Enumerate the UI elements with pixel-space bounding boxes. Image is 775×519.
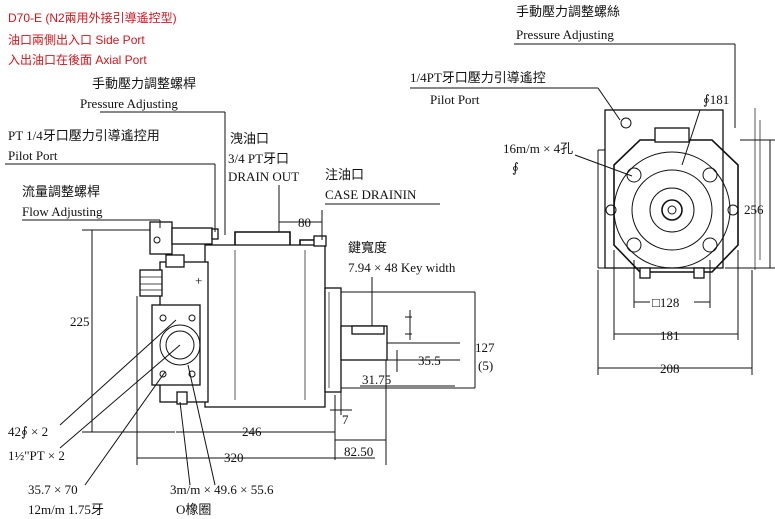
port-thread: 1½"PT × 2 [8,448,65,463]
front-dim-208: 208 [660,361,680,376]
svg-text:+: + [195,273,202,288]
drain-pt: 3/4 PT牙口 [228,151,289,166]
side-dimension-lines [5,111,476,486]
front-bolt-symbol: ∮ [512,160,519,175]
dim-31-75: 31.75 [362,372,391,387]
front-pressure-adjusting-zh: 手動壓力調整螺絲 [516,4,620,19]
case-drain-zh: 注油口 [325,167,364,182]
side-view-pump-body: + [139,221,388,408]
front-view-pump [597,108,761,279]
screw-size: 12m/m 1.75牙 [28,502,104,517]
drain-en: DRAIN OUT [228,169,299,184]
front-bolt-holes: 16m/m × 4孔 [503,141,573,156]
oring-size: 3m/m × 49.6 × 55.6 [170,482,274,497]
front-pressure-adjusting-en: Pressure Adjusting [516,27,614,42]
dim-35-5: 35.5 [418,353,441,368]
side-pressure-adjusting-en: Pressure Adjusting [80,96,178,111]
side-flow-adjusting-zh: 流量調整螺桿 [22,184,100,199]
header-axial-port: 入出油口在後面 Axial Port [8,53,147,67]
case-drain-en: CASE DRAININ [325,187,417,202]
dim-80: 80 [298,215,311,230]
front-dimension-lines [410,43,775,375]
dim-246: 246 [242,424,262,439]
key-size: 7.94 × 48 Key width [348,260,456,275]
front-pilot-port-zh: 1/4PT牙口壓力引導遙控 [410,70,546,85]
front-dim-181: 181 [660,328,680,343]
port-diameter: 42∮ × 2 [8,424,48,439]
side-pilot-port-en: Pilot Port [8,148,58,163]
header-side-port: 油口兩側出入口 Side Port [8,33,145,47]
oring-zh: O橡圈 [176,502,211,517]
side-pressure-adjusting-zh: 手動壓力調整螺桿 [92,76,196,91]
side-flow-adjusting-en: Flow Adjusting [22,204,103,219]
front-dim-128: □128 [652,295,679,310]
front-dia-181: ∮181 [703,92,729,107]
front-dim-256: 256 [744,202,764,217]
dim-225: 225 [70,314,90,329]
drain-zh: 洩油口 [230,131,269,146]
front-pilot-port-en: Pilot Port [430,92,480,107]
dim-5: (5) [478,358,493,373]
header-title: D70-E (N2兩用外接引導遙控型) [8,10,177,25]
flange-size: 35.7 × 70 [28,482,78,497]
dim-127: 127 [475,340,495,355]
dim-7: 7 [342,412,349,427]
dim-82-50: 82.50 [344,444,373,459]
dim-320: 320 [224,450,244,465]
key-zh: 鍵寬度 [348,240,387,255]
side-pilot-port-zh: PT 1/4牙口壓力引導遙控用 [8,128,160,143]
